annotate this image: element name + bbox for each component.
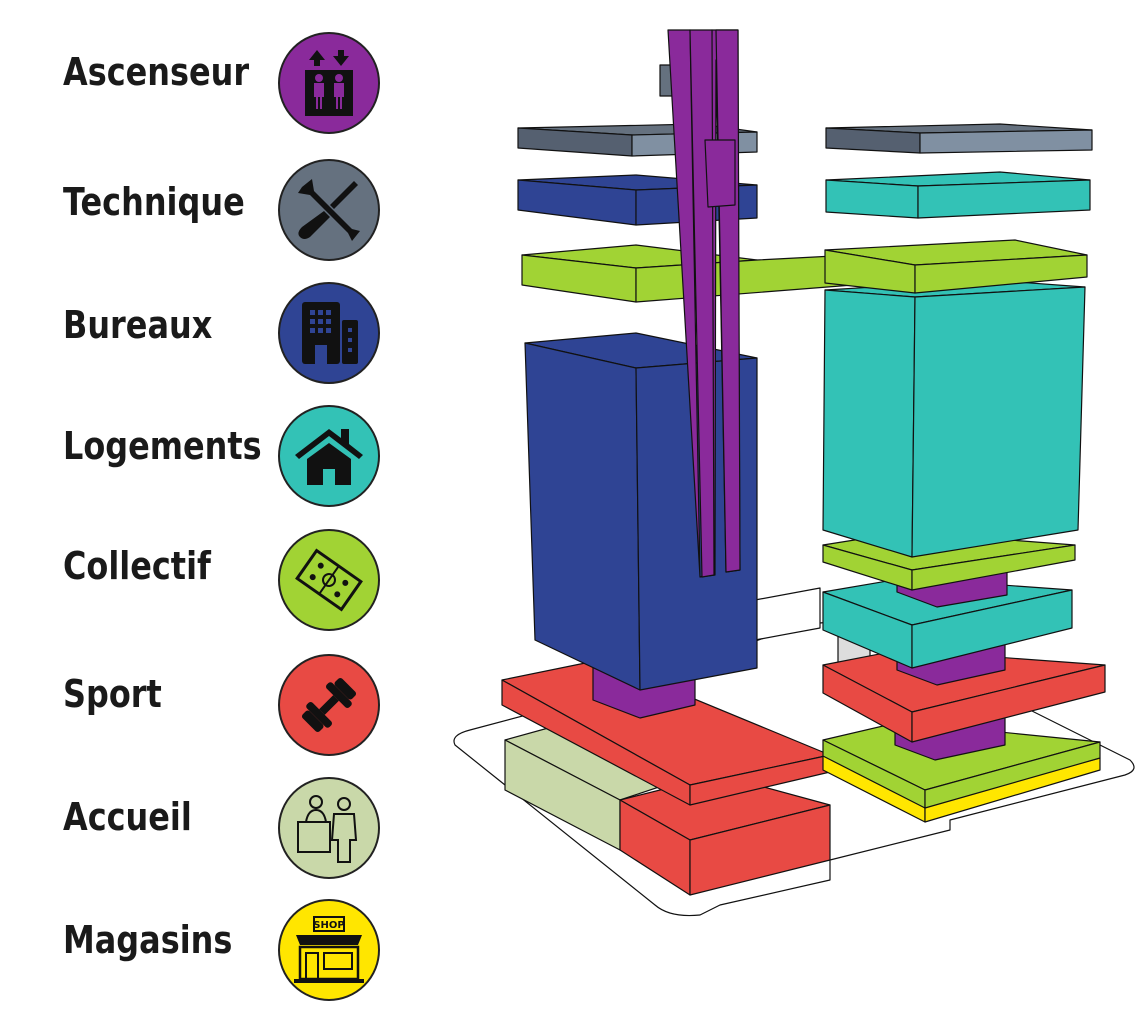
block-sport-right-side bbox=[911, 664, 1106, 743]
house-icon bbox=[278, 405, 380, 507]
legend-label-ascenseur: Ascenseur bbox=[63, 50, 250, 94]
office-building-icon bbox=[278, 282, 380, 384]
shop-icon: SHOP bbox=[278, 899, 380, 1001]
elevator-icon bbox=[278, 32, 380, 134]
block-technique-right-front bbox=[825, 127, 921, 154]
legend-label-logements: Logements bbox=[63, 424, 262, 468]
reception-desk-icon bbox=[278, 777, 380, 879]
tactics-board-icon bbox=[278, 529, 380, 631]
legend-label-sport: Sport bbox=[63, 672, 162, 716]
elevator-cabin bbox=[704, 139, 736, 208]
block-logements-tower-side bbox=[911, 286, 1086, 558]
block-collectif-side-right bbox=[914, 254, 1088, 294]
block-logements-mid-side bbox=[911, 589, 1073, 669]
block-bureaux-front bbox=[524, 342, 641, 691]
block-sport-left-low-side bbox=[689, 804, 831, 896]
dumbbell-icon bbox=[278, 654, 380, 756]
tools-icon bbox=[278, 159, 380, 261]
block-technique-right-side bbox=[919, 129, 1093, 154]
block-collectif-low-side bbox=[924, 741, 1101, 809]
block-logements-upper-front bbox=[825, 179, 919, 219]
legend-label-technique: Technique bbox=[63, 180, 245, 224]
block-collectif-mid-side bbox=[911, 544, 1076, 591]
block-logements-tower-front bbox=[822, 289, 916, 558]
legend-label-magasins: Magasins bbox=[63, 918, 233, 962]
shop-sign-text: SHOP bbox=[313, 920, 344, 931]
legend-label-collectif: Collectif bbox=[63, 544, 211, 588]
block-logements-upper-side bbox=[917, 179, 1091, 219]
legend-label-bureaux: Bureaux bbox=[63, 303, 213, 347]
legend-label-accueil: Accueil bbox=[63, 795, 192, 839]
